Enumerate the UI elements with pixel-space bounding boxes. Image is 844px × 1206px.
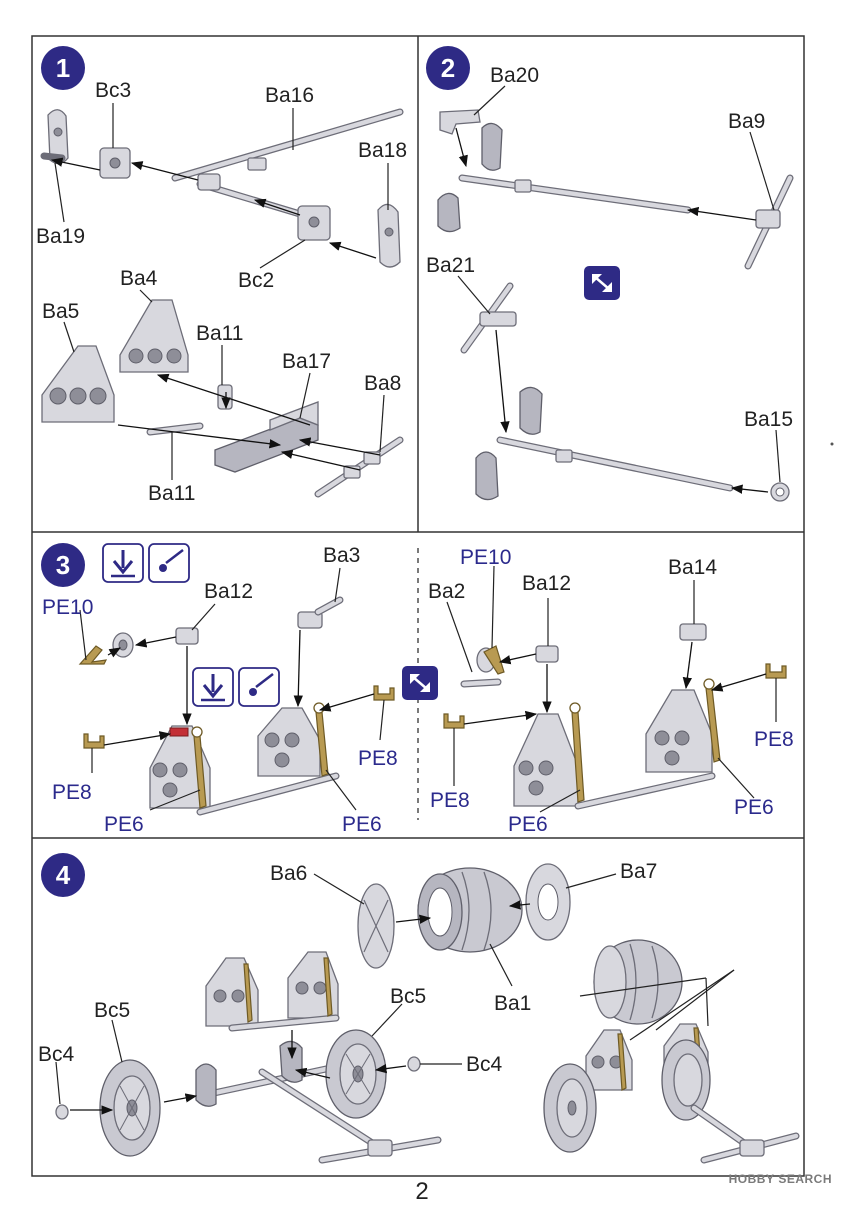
repeat-icon-step-2 <box>584 266 620 300</box>
cement-icon-step-3-mid <box>192 667 234 707</box>
svg-text:3: 3 <box>56 550 70 580</box>
brand-suffix: SEARCH <box>778 1172 832 1186</box>
label-bc2: Bc2 <box>238 269 274 292</box>
svg-text:1: 1 <box>56 53 70 83</box>
label-bc4-left: Bc4 <box>38 1043 75 1066</box>
label-ba9: Ba9 <box>728 110 765 133</box>
label-ba11-bottom: Ba11 <box>148 482 196 505</box>
page-number: 2 <box>415 1178 429 1205</box>
label-ba19: Ba19 <box>36 225 85 248</box>
label-pe10-left: PE10 <box>42 596 93 619</box>
step-3-right-illustration <box>443 565 787 813</box>
panel-frames <box>31 35 805 1177</box>
label-ba1: Ba1 <box>494 992 531 1015</box>
stray-dot <box>830 442 834 446</box>
label-pe8-left-b: PE8 <box>358 747 398 770</box>
step-badge-3: 3 <box>41 543 85 587</box>
label-ba15: Ba15 <box>744 408 793 431</box>
step-2-illustration <box>437 85 794 502</box>
brand-prefix: HOBBY <box>728 1172 775 1186</box>
paint-icon-step-3-mid <box>238 667 280 707</box>
label-ba18: Ba18 <box>358 139 407 162</box>
label-ba17: Ba17 <box>282 350 331 373</box>
label-ba2: Ba2 <box>428 580 465 603</box>
label-ba5: Ba5 <box>42 300 79 323</box>
label-ba14: Ba14 <box>668 556 717 579</box>
step-badge-4: 4 <box>41 853 85 897</box>
label-ba6: Ba6 <box>270 862 307 885</box>
hobbysearch-watermark: HOBBY SEARCH <box>729 1172 832 1186</box>
step-4-illustration <box>55 863 800 1164</box>
label-ba11-top: Ba11 <box>196 322 244 345</box>
label-ba12-right: Ba12 <box>522 572 571 595</box>
repeat-icon-step-3 <box>402 666 438 700</box>
label-bc5-right: Bc5 <box>390 985 426 1008</box>
label-bc5-left: Bc5 <box>94 999 130 1022</box>
step-1-illustration <box>40 103 404 498</box>
step-badge-1: 1 <box>41 46 85 90</box>
label-pe6-right-b: PE6 <box>734 796 774 819</box>
label-pe8-right-a: PE8 <box>430 789 470 812</box>
svg-text:4: 4 <box>56 860 71 890</box>
step-4-part-labels: Ba6 Ba7 Ba1 Bc5 Bc5 Bc4 Bc4 <box>38 860 657 1076</box>
step-3-part-labels: Ba3 Ba12 PE10 PE8 PE6 PE6 PE8 PE10 Ba2 B… <box>42 544 794 836</box>
label-ba8: Ba8 <box>364 372 401 395</box>
step-1-part-labels: Bc3 Ba16 Ba18 Ba19 Bc2 Ba4 Ba5 Ba11 Ba17… <box>36 79 407 505</box>
svg-text:2: 2 <box>441 53 455 83</box>
label-pe6-right-a: PE6 <box>508 813 548 836</box>
step-badge-2: 2 <box>426 46 470 90</box>
label-pe6-left-b: PE6 <box>342 813 382 836</box>
label-ba21: Ba21 <box>426 254 475 277</box>
label-ba20: Ba20 <box>490 64 539 87</box>
label-ba16: Ba16 <box>265 84 314 107</box>
label-pe6-left-a: PE6 <box>104 813 144 836</box>
label-ba12-left: Ba12 <box>204 580 253 603</box>
label-ba3: Ba3 <box>323 544 360 567</box>
label-pe8-right-b: PE8 <box>754 728 794 751</box>
step-3-left-illustration <box>78 567 395 816</box>
label-pe8-left-a: PE8 <box>52 781 92 804</box>
label-ba7: Ba7 <box>620 860 657 883</box>
label-pe10-right: PE10 <box>460 546 511 569</box>
cement-icon-step-3-top <box>102 543 144 583</box>
paint-icon-step-3-top <box>148 543 190 583</box>
label-bc4-right: Bc4 <box>466 1053 503 1076</box>
step-2-part-labels: Ba20 Ba9 Ba21 Ba15 <box>426 64 793 431</box>
label-bc3: Bc3 <box>95 79 131 102</box>
label-ba4: Ba4 <box>120 267 158 290</box>
